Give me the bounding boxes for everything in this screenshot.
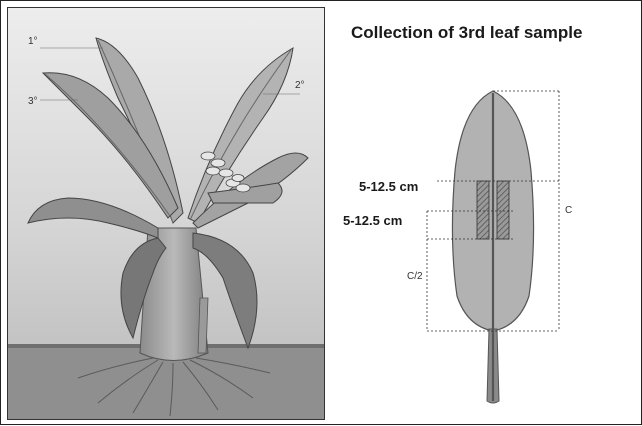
plant-label-2: 2° <box>295 80 305 91</box>
leaf-sample-panel: Collection of 3rd leaf sample <box>327 1 642 426</box>
banana-plant-illustration <box>8 8 324 419</box>
strip-label-upper: 5-12.5 cm <box>359 179 418 194</box>
plant-label-3: 3° <box>28 96 38 107</box>
sample-strip-left <box>477 181 489 239</box>
sample-strip-right <box>497 181 509 239</box>
half-length-label-c2: C/2 <box>407 271 423 282</box>
banana-plant-panel: 1° 2° 3° <box>7 7 325 420</box>
strip-label-lower: 5-12.5 cm <box>343 213 402 228</box>
length-label-c: C <box>565 205 572 216</box>
sucker <box>198 298 208 353</box>
plant-label-1: 1° <box>28 36 38 47</box>
